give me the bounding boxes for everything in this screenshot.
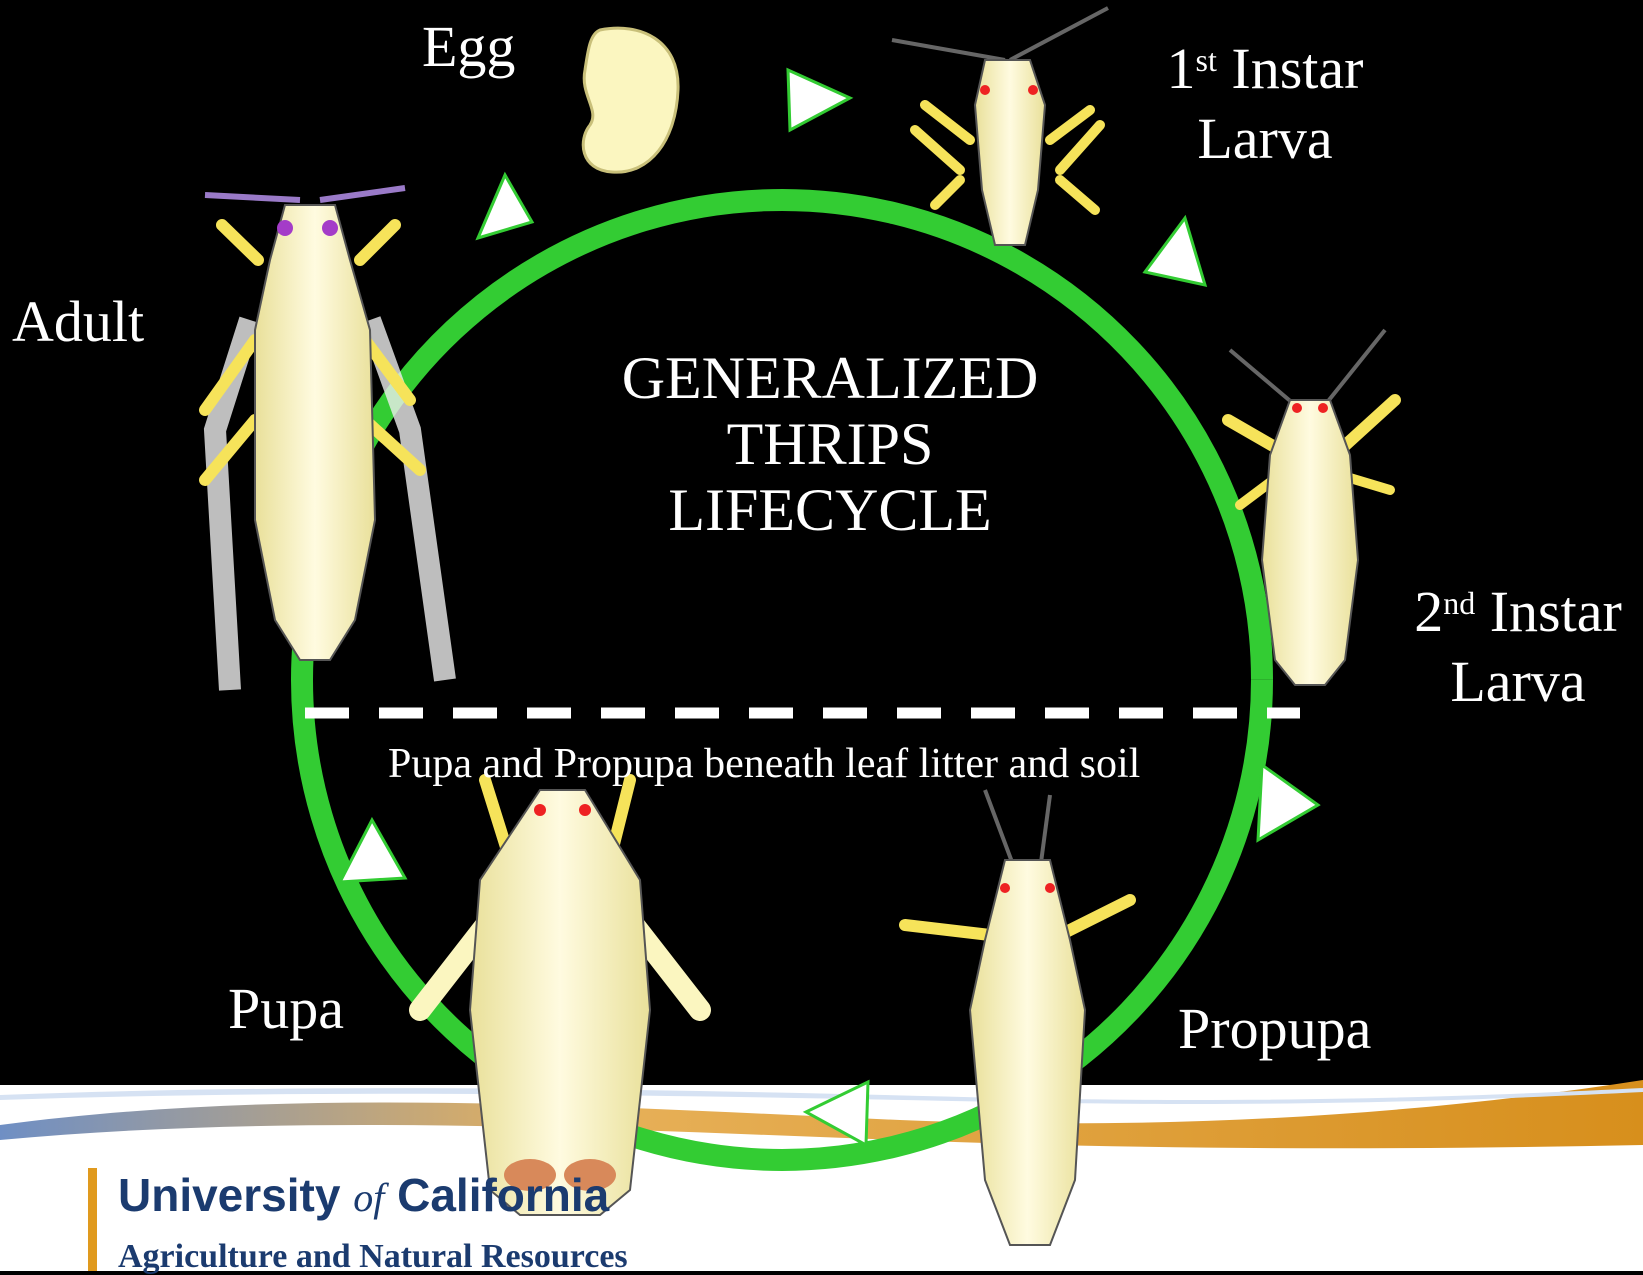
label-instar1: 1st Instar Larva: [1150, 40, 1380, 168]
label-adult: Adult: [12, 293, 144, 351]
footer-accent-bar: [88, 1168, 97, 1271]
instar1-suffix: st: [1196, 42, 1217, 78]
arrow-egg-to-instar1: [788, 70, 850, 130]
org-part2: California: [384, 1169, 609, 1221]
instar2-number: 2: [1414, 579, 1443, 644]
instar1-larva-illustration: [892, 8, 1108, 245]
soil-note: Pupa and Propupa beneath leaf litter and…: [388, 740, 1140, 788]
arrow-instar1-to-instar2: [1145, 218, 1205, 285]
egg-illustration: [583, 28, 678, 172]
arrow-adult-to-egg: [478, 175, 532, 238]
diagram-title: GENERALIZED THRIPS LIFECYCLE: [560, 345, 1100, 543]
label-pupa: Pupa: [228, 980, 344, 1038]
footer-organization: University of California: [118, 1172, 609, 1218]
instar1-line2: Larva: [1150, 110, 1380, 168]
instar2-word: Instar: [1475, 579, 1622, 644]
instar1-word: Instar: [1217, 36, 1364, 101]
cycle-ring: [302, 200, 1262, 1160]
title-line-1: GENERALIZED: [560, 345, 1100, 411]
label-instar2: 2nd Instar Larva: [1400, 583, 1636, 711]
arrow-instar2-to-propupa: [1258, 765, 1318, 840]
title-line-3: LIFECYCLE: [560, 477, 1100, 543]
instar1-number: 1: [1167, 36, 1196, 101]
instar2-line2: Larva: [1400, 653, 1636, 711]
adult-illustration: [205, 188, 445, 690]
footer-division: Agriculture and Natural Resources: [118, 1240, 628, 1274]
org-part1: University: [118, 1169, 353, 1221]
org-of: of: [353, 1175, 384, 1220]
label-egg: Egg: [422, 18, 515, 76]
label-propupa: Propupa: [1178, 1000, 1371, 1058]
title-line-2: THRIPS: [560, 411, 1100, 477]
arrow-pupa-to-adult: [340, 820, 405, 882]
instar2-suffix: nd: [1443, 585, 1475, 621]
